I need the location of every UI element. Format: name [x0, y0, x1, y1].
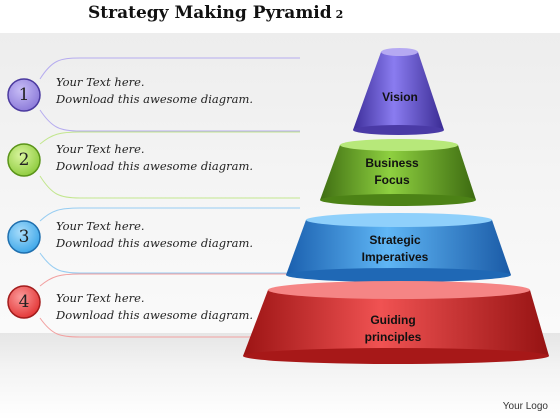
step-3-circle [7, 220, 41, 254]
connector-3-top [39, 207, 300, 222]
step-2-number: 2 [18, 150, 30, 170]
connector-4-top [39, 273, 300, 287]
title-suffix: 2 [335, 8, 344, 21]
connector-1-bottom [39, 109, 300, 132]
step-2-line1: Your Text here. [56, 142, 145, 156]
tier-vision-label: Vision [382, 90, 418, 104]
step-3-text: Your Text here. Download this awesome di… [56, 218, 253, 252]
connector-1-top [39, 57, 300, 80]
step-3-number: 3 [18, 227, 30, 247]
connector-2-bottom [39, 175, 300, 199]
step-2-text: Your Text here. Download this awesome di… [56, 141, 253, 175]
step-4-text: Your Text here. Download this awesome di… [56, 290, 253, 324]
step-4-number: 4 [18, 292, 30, 312]
tier-guiding-shape [243, 281, 549, 364]
step-4-line1: Your Text here. [56, 291, 145, 305]
step-2-line2: Download this awesome diagram. [56, 159, 253, 173]
tier-strategic-shape [286, 213, 511, 282]
connector-3-bottom [39, 252, 300, 274]
connector-2-top [39, 131, 300, 145]
step-3-line1: Your Text here. [56, 219, 145, 233]
step-1-line1: Your Text here. [56, 75, 145, 89]
tier-strategic-label: Strategic Imperatives [361, 233, 429, 264]
tier-guiding-label: Guiding principles [364, 313, 422, 344]
tier-business-label: Business Focus [365, 156, 419, 187]
step-1-number: 1 [18, 85, 30, 105]
step-1-line2: Download this awesome diagram. [56, 92, 253, 106]
tier-business-shape [320, 139, 476, 206]
step-4-line2: Download this awesome diagram. [56, 308, 253, 322]
connector-lines [39, 57, 300, 338]
step-1-circle [7, 78, 41, 112]
connector-4-bottom [39, 317, 300, 338]
title-text: Strategy Making Pyramid [88, 3, 332, 23]
tier-vision-shape [353, 48, 444, 135]
step-3-line2: Download this awesome diagram. [56, 236, 253, 250]
step-1-text: Your Text here. Download this awesome di… [56, 74, 253, 108]
step-4-circle [7, 285, 41, 319]
footer-logo-text: Your Logo [502, 401, 548, 412]
step-2-circle [7, 143, 41, 177]
